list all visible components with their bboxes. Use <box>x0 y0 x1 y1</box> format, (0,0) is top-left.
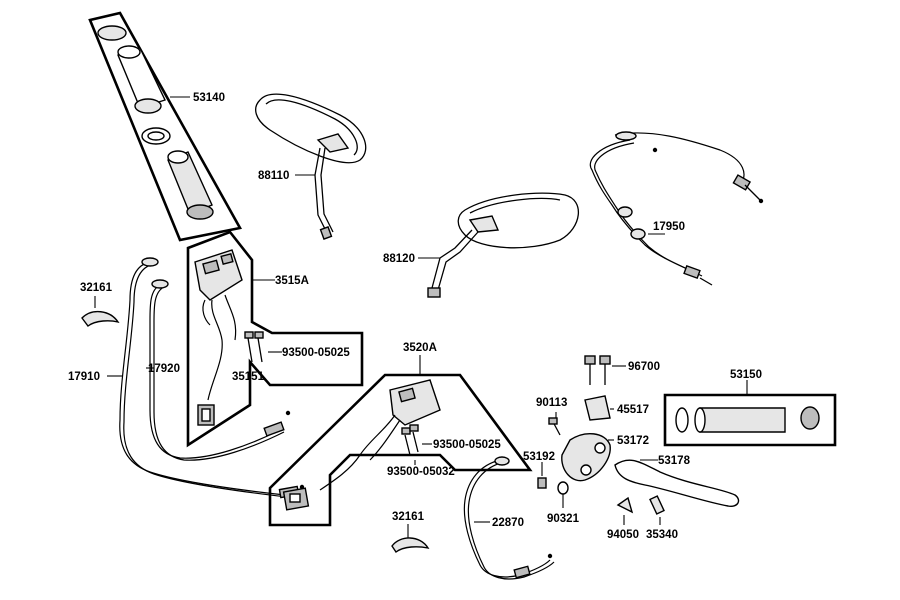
lever-53178 <box>614 459 740 508</box>
cable-17950: 17950 <box>589 131 764 286</box>
label-93500-05025-b: 93500-05025 <box>433 439 501 451</box>
label-93500-05032: 93500-05032 <box>387 466 455 478</box>
grip-end-cap <box>97 25 127 41</box>
label-96700: 96700 <box>628 361 660 373</box>
left-switch-housing <box>194 249 243 301</box>
label-90321: 90321 <box>547 513 580 525</box>
grip-53150-end <box>800 406 820 430</box>
screws-96700: 96700 <box>584 355 660 385</box>
grip-group-53150-outline <box>663 393 837 447</box>
mirror-88120-glass <box>457 192 580 249</box>
label-17920: 17920 <box>148 363 180 375</box>
nut-94050 <box>616 496 634 514</box>
grip-group-53150: 53150 <box>663 369 837 447</box>
label-17950: 17950 <box>653 221 685 233</box>
label-22870: 22870 <box>492 517 524 529</box>
mirror-88120: 88120 <box>383 192 580 298</box>
switch-group-3520A: 3520A 93500-05025 93500-05032 <box>268 342 533 527</box>
label-17910: 17910 <box>68 371 100 383</box>
label-90113: 90113 <box>536 397 567 409</box>
right-switch-housing <box>389 379 441 426</box>
grip-53150-ring <box>675 407 689 433</box>
grip-group-outline <box>88 11 243 242</box>
label-53178: 53178 <box>658 455 691 467</box>
grommet-32161-b: 32161 <box>391 511 430 554</box>
cable-22870: 22870 <box>463 456 555 580</box>
mirror-88110-glass <box>255 93 367 164</box>
label-53172: 53172 <box>617 435 649 447</box>
switch-group-3515A: 3515A 93500-05025 35151 <box>186 230 364 448</box>
switch-group-3515A-outline <box>186 230 364 448</box>
label-53150: 53150 <box>730 369 762 381</box>
pin-35340 <box>649 495 665 515</box>
label-88120: 88120 <box>383 253 415 265</box>
label-32161-a: 32161 <box>80 282 113 294</box>
grommet-32161-a: 32161 <box>80 282 120 327</box>
label-35340: 35340 <box>646 529 678 541</box>
grip-group-53140: 53140 <box>88 11 243 242</box>
lever-group: 90113 45517 53172 53192 90321 53178 9405… <box>523 395 740 541</box>
label-3515A: 3515A <box>275 275 309 287</box>
label-88110: 88110 <box>258 170 289 182</box>
label-94050: 94050 <box>607 529 639 541</box>
label-93500-05025-a: 93500-05025 <box>282 347 350 359</box>
clamp-45517 <box>584 395 611 421</box>
label-53140: 53140 <box>193 92 225 104</box>
grip-53150-sleeve <box>699 407 786 433</box>
label-32161-b: 32161 <box>392 511 425 523</box>
mirror-88110: 88110 <box>255 93 367 240</box>
label-53192: 53192 <box>523 451 555 463</box>
switch-group-3520A-outline <box>268 373 533 527</box>
label-45517: 45517 <box>617 404 649 416</box>
label-35151: 35151 <box>232 371 265 383</box>
label-3520A: 3520A <box>403 342 437 354</box>
